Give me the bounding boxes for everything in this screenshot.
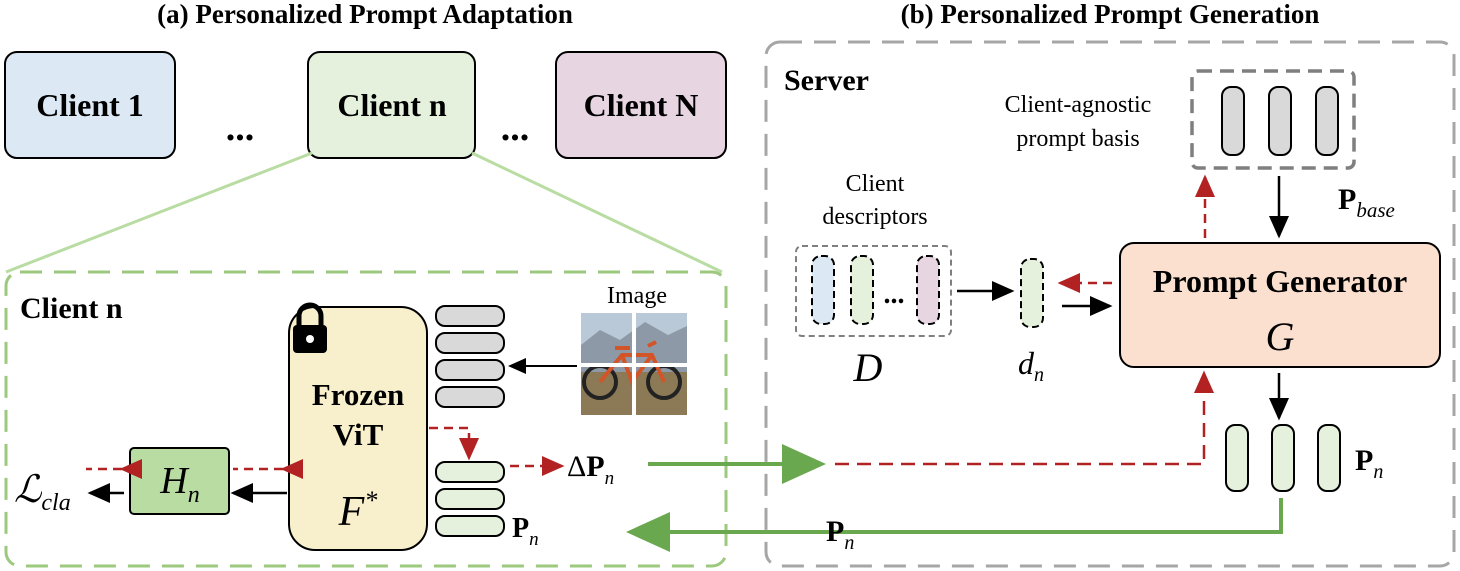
client-N-box: Client N <box>555 51 727 159</box>
descriptors-symbol: D <box>853 345 883 390</box>
descriptors-label-line2: descriptors <box>822 204 927 230</box>
bike-image <box>581 313 687 415</box>
basis-symbol: Pbase <box>1338 183 1395 222</box>
dn-token <box>1020 258 1044 328</box>
green-arrow-return <box>626 498 1283 552</box>
generator-label: Prompt Generator <box>1153 263 1407 299</box>
return-prompt-symbol: Pn <box>826 515 854 554</box>
prompt-token-stack <box>435 461 505 537</box>
zoom-line-left <box>5 151 313 274</box>
generator-symbol: G <box>1266 314 1295 359</box>
image-label: Image <box>607 283 667 309</box>
svg-text:...: ... <box>884 279 905 310</box>
client-1-box: Client 1 <box>4 51 176 159</box>
server-title: Server <box>784 64 869 97</box>
descriptors-box <box>795 245 952 337</box>
ellipsis-left: ... <box>226 107 255 149</box>
head-block: Hn <box>129 447 230 515</box>
vit-label-line2: ViT <box>333 417 384 452</box>
ellipsis-right: ... <box>501 107 530 149</box>
zoom-line-right <box>471 151 723 274</box>
prompt-generator-block: Prompt Generator G <box>1119 242 1441 368</box>
client-N-label: Client N <box>584 87 699 123</box>
server-box <box>764 40 1456 568</box>
title-prompt-adaptation: (a) Personalized Prompt Adaptation <box>157 0 573 29</box>
output-prompt-tokens <box>1225 424 1341 492</box>
descriptors-label-line1: Client <box>846 171 905 197</box>
arrow-red-vit-to-prompts <box>429 426 479 461</box>
arrow-red-delta-to-generator <box>835 370 1214 466</box>
image-token-stack <box>435 305 505 408</box>
delta-prompt-label: ΔPn <box>567 450 614 489</box>
basis-tokens <box>1221 86 1339 156</box>
prompt-label-client: Pn <box>512 513 539 550</box>
basis-label-line2: prompt basis <box>1016 126 1139 152</box>
title-prompt-generation: (b) Personalized Prompt Generation <box>901 0 1320 29</box>
descriptor-tokens: ... <box>811 255 940 325</box>
lock-icon <box>293 302 327 353</box>
loss-symbol: ℒcla <box>14 469 71 516</box>
basis-box <box>1190 69 1356 170</box>
vit-label-line1: Frozen <box>312 377 404 412</box>
client-detail-title: Client n <box>20 292 123 325</box>
frozen-vit-block: Frozen ViT F* <box>288 302 428 551</box>
client-detail-box <box>4 270 728 568</box>
basis-label-line1: Client-agnostic <box>1005 92 1152 118</box>
output-prompt-symbol: Pn <box>1355 444 1383 483</box>
client-n-box: Client n <box>307 51 476 159</box>
dn-symbol: dn <box>1018 345 1044 386</box>
client-1-label: Client 1 <box>36 87 144 123</box>
client-n-label: Client n <box>337 87 447 123</box>
